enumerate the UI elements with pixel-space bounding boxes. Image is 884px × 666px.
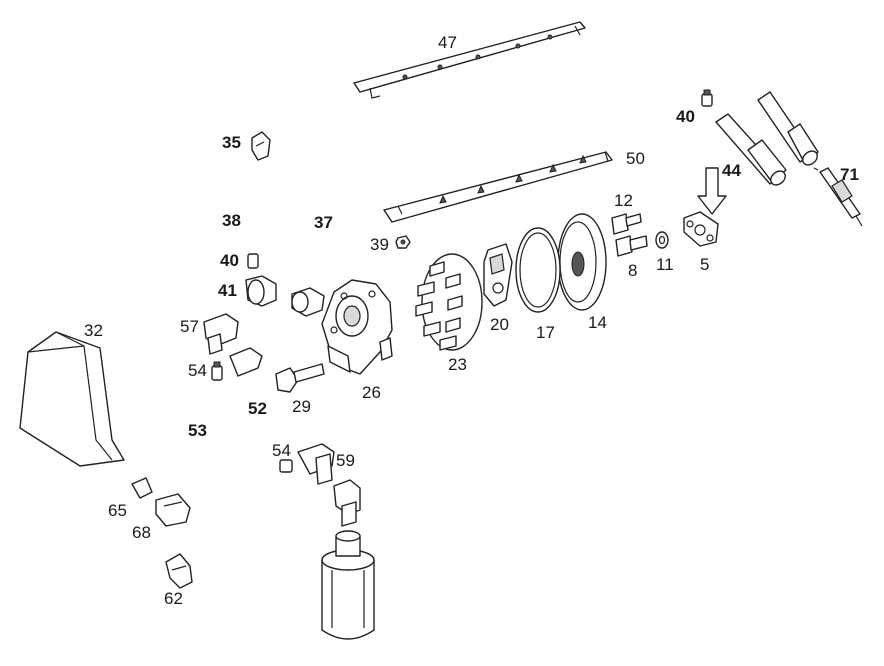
label-8: 8 <box>628 261 637 280</box>
label-41: 41 <box>218 281 237 300</box>
label-54-upper: 54 <box>188 361 207 380</box>
ignition-cable-37[interactable] <box>302 57 764 295</box>
part-62-clip[interactable] <box>165 553 193 589</box>
part-12-bolt[interactable] <box>611 213 642 235</box>
label-65: 65 <box>108 501 127 520</box>
label-68: 68 <box>132 523 151 542</box>
part-26-distributor-housing[interactable] <box>321 279 393 375</box>
label-26: 26 <box>362 383 381 402</box>
part-29-bolt[interactable] <box>275 363 325 393</box>
ignition-cable-53[interactable] <box>214 396 271 489</box>
part-44-spark-plug-connector[interactable] <box>715 113 788 188</box>
label-29: 29 <box>292 397 311 416</box>
label-40-left: 40 <box>220 251 239 270</box>
part-52-plug-boot[interactable] <box>229 347 263 377</box>
part-54-connector-upper[interactable] <box>211 361 223 381</box>
part-14-pulley-disc[interactable] <box>557 213 607 311</box>
part-68-clip[interactable] <box>155 493 191 527</box>
part-40-connector-top[interactable] <box>701 89 713 107</box>
label-37: 37 <box>314 213 333 232</box>
part-41-plug-boot[interactable] <box>245 275 277 307</box>
part-35-cable-clip[interactable] <box>251 131 271 161</box>
part-50-cable-rail-bottom[interactable] <box>383 151 613 223</box>
label-38: 38 <box>222 211 241 230</box>
part-23-distributor-cap[interactable] <box>415 253 483 351</box>
part-71-spark-plug[interactable] <box>813 167 863 227</box>
ignition-cable-38[interactable] <box>251 49 696 245</box>
part-65-clip[interactable] <box>131 477 153 499</box>
label-52: 52 <box>248 399 267 418</box>
label-50: 50 <box>626 149 645 168</box>
ignition-cable-52[interactable] <box>238 368 341 528</box>
part-44-second-connector[interactable] <box>757 91 820 168</box>
label-35: 35 <box>222 133 241 152</box>
label-14: 14 <box>588 313 607 332</box>
label-32: 32 <box>84 321 103 340</box>
part-59-plug-boot[interactable] <box>297 443 335 485</box>
label-39: 39 <box>370 235 389 254</box>
label-17: 17 <box>536 323 555 342</box>
label-23: 23 <box>448 355 467 374</box>
label-71: 71 <box>840 165 859 184</box>
part-37-plug-boot[interactable] <box>291 287 325 317</box>
part-47-cable-rail-top[interactable] <box>353 21 586 99</box>
part-54-connector-lower[interactable] <box>279 459 293 473</box>
part-coil-boot[interactable] <box>333 479 361 527</box>
label-57: 57 <box>180 317 199 336</box>
label-53: 53 <box>188 421 207 440</box>
label-62: 62 <box>164 589 183 608</box>
label-5: 5 <box>700 255 709 274</box>
label-44: 44 <box>722 161 741 180</box>
label-59: 59 <box>336 451 355 470</box>
label-11: 11 <box>656 255 674 274</box>
part-32-cover[interactable] <box>19 331 125 467</box>
label-54-lower: 54 <box>272 441 291 460</box>
label-47: 47 <box>438 33 457 52</box>
part-40-connector-left[interactable] <box>247 253 259 269</box>
label-20: 20 <box>490 315 509 334</box>
part-39-nut[interactable] <box>395 235 411 249</box>
arrow-down-icon <box>697 167 727 215</box>
part-20-rotor[interactable] <box>483 243 513 307</box>
part-17-gasket-ring[interactable] <box>515 227 561 313</box>
part-8-bolt[interactable] <box>615 235 648 257</box>
part-11-washer[interactable] <box>655 231 669 249</box>
part-57-plug-boot[interactable] <box>203 313 239 355</box>
part-ignition-coil[interactable] <box>321 530 375 640</box>
part-5-flange-plate[interactable] <box>683 211 719 247</box>
label-40-top: 40 <box>676 107 695 126</box>
label-12: 12 <box>614 191 633 210</box>
